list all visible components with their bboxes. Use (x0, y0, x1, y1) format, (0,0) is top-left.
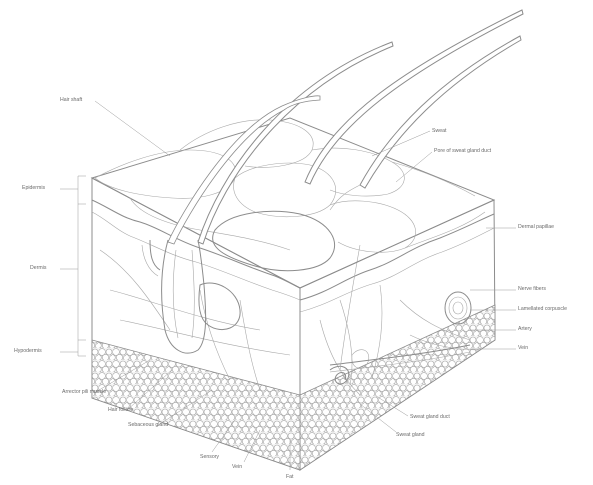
label-fat: Fat (286, 474, 294, 480)
label-vein-bottom: Vein (232, 464, 242, 470)
label-vein: Vein (518, 345, 528, 351)
label-artery: Artery (518, 326, 532, 332)
label-epidermis: Epidermis (22, 185, 45, 191)
label-hair-shaft: Hair shaft (60, 97, 83, 103)
label-pore-of-sweat-gland-duct: Pore of sweat gland duct (434, 148, 492, 154)
label-sebaceous-gland: Sebaceous gland (128, 422, 168, 428)
label-nerve-fibers: Nerve fibers (518, 286, 546, 292)
label-dermis: Dermis (30, 265, 47, 271)
block-top-surface (92, 118, 494, 288)
label-sweat-gland: Sweat gland (396, 432, 425, 438)
label-dermal-papillae: Dermal papillae (518, 224, 554, 230)
label-sweat: Sweat (432, 128, 447, 134)
layer-bracket (78, 176, 86, 356)
label-arrector-pili-muscle: Arrector pili muscle (62, 389, 106, 395)
label-lamellated-corpuscle: Lamellated corpuscle (518, 306, 567, 312)
block-right-face (300, 200, 495, 470)
hair-strands (168, 10, 523, 244)
label-sensory-nerve: Sensory (200, 454, 219, 460)
label-hair-follicle: Hair follicle (108, 407, 133, 413)
label-sweat-gland-duct: Sweat gland duct (410, 414, 450, 420)
label-hypodermis: Hypodermis (14, 348, 42, 354)
